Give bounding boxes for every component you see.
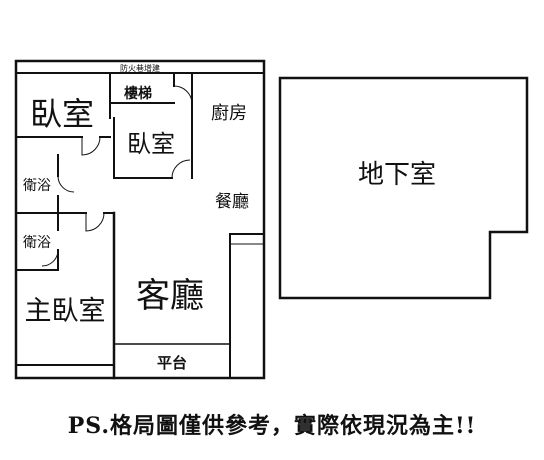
label-bath-upper: 衛浴 xyxy=(23,178,51,194)
disclaimer-text: PS.格局圖僅供參考，實際依現況為主!! xyxy=(67,413,477,439)
label-bedroom-center: 臥室 xyxy=(127,130,175,158)
label-dining: 餐廳 xyxy=(215,192,249,212)
label-corridor: 防火巷增建 xyxy=(120,63,160,73)
label-living: 客廳 xyxy=(136,276,204,316)
label-bedroom-left: 臥室 xyxy=(30,95,94,133)
label-kitchen: 廚房 xyxy=(211,102,247,124)
label-platform: 平台 xyxy=(157,354,187,372)
door-swings xyxy=(41,85,193,267)
main-floor-walls xyxy=(14,59,266,380)
basement-walls xyxy=(278,76,529,300)
label-basement: 地下室 xyxy=(358,160,436,190)
label-master-bedroom: 主臥室 xyxy=(25,296,106,327)
label-bath-lower: 衛浴 xyxy=(23,235,51,251)
label-stairs: 樓梯 xyxy=(124,85,152,102)
floor-plan: 防火巷增建 臥室 樓梯 廚房 臥室 衛浴 餐廳 衛浴 客廳 主臥室 平台 地下室 xyxy=(14,59,529,380)
